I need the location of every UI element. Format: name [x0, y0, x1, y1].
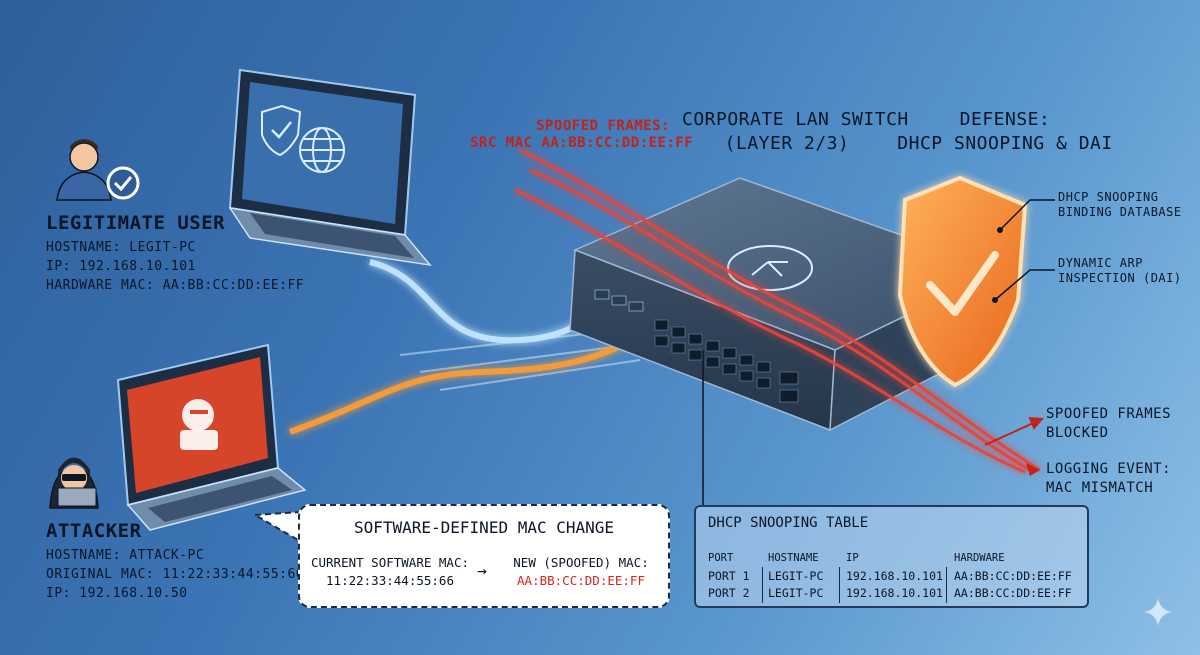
table-row1-hardware: AA:BB:CC:DD:EE:FF — [954, 569, 1072, 583]
defense-line1: Defense: — [959, 109, 1051, 130]
switch-line2: (Layer 2/3) — [724, 133, 850, 154]
mac-change-title: Software-Defined MAC Change — [353, 518, 615, 537]
blocked-line1: Spoofed Frames — [1046, 406, 1172, 422]
current-mac-block: Current Software MAC: 11:22:33:44:55:66 — [310, 554, 470, 590]
callout1-line1: DHCP Snooping — [1058, 190, 1159, 204]
spoofed-frame-lines — [514, 148, 1041, 474]
legit-mac: Hardware MAC: AA:BB:CC:DD:EE:FF — [46, 278, 305, 293]
table-title: DHCP Snooping Table — [708, 515, 869, 531]
defense-label: Defense: DHCP Snooping & DAI — [890, 108, 1120, 156]
log-line1: Logging Event: — [1046, 461, 1172, 477]
spoofed-line1: Spoofed Frames: — [536, 118, 670, 134]
callout-binding-db: DHCP Snooping Binding Database — [1058, 190, 1182, 220]
attacker-cable — [288, 327, 652, 435]
legit-user-title: Legitimate User — [46, 212, 226, 234]
defense-callout-lines — [994, 199, 1055, 301]
globe-icon — [299, 127, 345, 173]
table-row1-port: Port 1 — [708, 569, 750, 583]
table-divider — [839, 567, 840, 603]
table-row2-hostname: LEGIT-PC — [768, 586, 824, 600]
blocked-line2: Blocked — [1046, 425, 1109, 441]
dhcp-snooping-table: DHCP Snooping Table Port Hostname IP Har… — [694, 505, 1089, 608]
table-header-hostname: Hostname — [768, 552, 819, 564]
attacker-ip: IP: 192.168.10.50 — [46, 586, 188, 601]
new-mac-label: New (Spoofed) MAC: — [513, 555, 649, 570]
hacker-icon — [49, 457, 99, 509]
defense-shield-icon — [897, 175, 1028, 388]
table-row1-hostname: LEGIT-PC — [768, 569, 824, 583]
table-divider — [762, 567, 763, 603]
logging-label: Logging Event: MAC Mismatch — [1046, 460, 1171, 498]
table-row2-ip: 192.168.10.101 — [846, 586, 943, 600]
sparkle-icon — [1144, 598, 1172, 626]
blocked-arrow — [984, 416, 1045, 446]
defense-line2: DHCP Snooping & DAI — [897, 133, 1113, 154]
table-row2-hardware: AA:BB:CC:DD:EE:FF — [954, 586, 1072, 600]
mac-change-bubble: Software-Defined MAC Change Current Soft… — [298, 504, 670, 608]
switch-label: Corporate LAN Switch (Layer 2/3) — [682, 108, 909, 156]
callout2-line1: Dynamic ARP — [1058, 256, 1143, 270]
log-line2: MAC Mismatch — [1046, 480, 1154, 496]
shield-check-icon — [261, 104, 302, 157]
callout1-line2: Binding Database — [1058, 205, 1182, 219]
user-icon — [56, 139, 112, 201]
table-header-port: Port — [708, 552, 734, 564]
attacker-original-mac: Original MAC: 11:22:33:44:55:66 — [46, 567, 305, 582]
table-divider — [946, 567, 947, 603]
table-header-ip: IP — [846, 552, 859, 564]
table-row1-ip: 192.168.10.101 — [846, 569, 943, 583]
spoofed-frames-label: Spoofed Frames: SRC MAC AA:BB:CC:DD:EE:F… — [470, 118, 694, 152]
blocked-label: Spoofed Frames Blocked — [1046, 405, 1171, 443]
legit-hostname: Hostname: LEGIT-PC — [46, 240, 196, 255]
new-mac-block: New (Spoofed) MAC: AA:BB:CC:DD:EE:FF — [496, 554, 666, 590]
mac-change-arrow: → — [477, 561, 487, 580]
spoofed-line2: SRC MAC AA:BB:CC:DD:EE:FF — [470, 135, 694, 151]
new-mac-value: AA:BB:CC:DD:EE:FF — [517, 573, 645, 588]
attacker-hostname: Hostname: ATTACK-PC — [46, 548, 205, 563]
callout-dai: Dynamic ARP Inspection (DAI) — [1058, 256, 1182, 286]
attacker-title: Attacker — [46, 520, 142, 542]
check-icon — [106, 166, 140, 200]
legit-ip: IP: 192.168.10.101 — [46, 259, 196, 274]
legit-laptop-icon — [228, 68, 432, 267]
switch-line1: Corporate LAN Switch — [682, 109, 909, 130]
log-arrowhead — [1026, 463, 1040, 476]
table-header-hardware: Hardware — [954, 552, 1005, 564]
callout2-line2: Inspection (DAI) — [1058, 271, 1182, 285]
current-mac-label: Current Software MAC: — [310, 555, 470, 570]
current-mac-value: 11:22:33:44:55:66 — [326, 573, 454, 588]
attacker-laptop-icon — [116, 343, 307, 531]
table-row2-port: Port 2 — [708, 586, 750, 600]
